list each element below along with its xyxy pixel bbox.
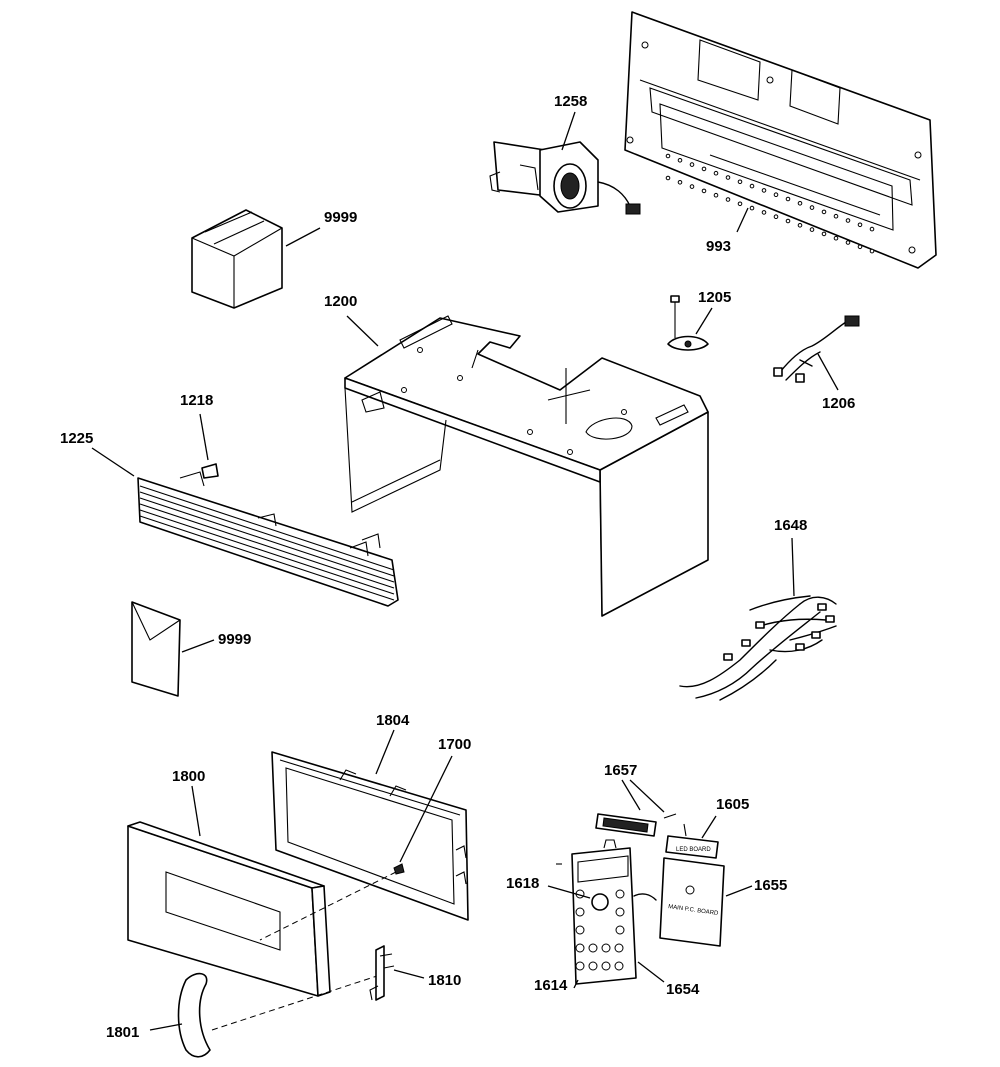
label-1810: 1810: [428, 972, 461, 989]
keypad-button: [575, 925, 585, 935]
label-1654: 1654: [666, 981, 700, 998]
panel-hole: [797, 223, 803, 228]
panel-hole: [821, 209, 827, 215]
grille-slat: [139, 503, 395, 589]
panel-hole: [845, 218, 851, 223]
panel-hole: [773, 192, 779, 197]
panel-hole: [857, 244, 863, 250]
alignment-line-upper: [259, 871, 397, 941]
panel-hole: [869, 226, 875, 232]
panel-hole: [821, 231, 827, 237]
grille-slat: [139, 515, 395, 601]
package-box-part[interactable]: [191, 209, 283, 309]
keypad-button: [614, 961, 624, 971]
panel-hole: [809, 205, 815, 210]
keypad-button: [615, 889, 625, 899]
panel-hole: [701, 166, 707, 172]
keypad-button: [588, 943, 598, 953]
grille-slat: [139, 485, 395, 571]
grille-slat: [139, 497, 395, 583]
panel-hole: [725, 197, 731, 202]
label-1205: 1205: [698, 289, 731, 306]
label-1614: 1614: [534, 977, 568, 994]
back-panel-part[interactable]: [624, 11, 937, 269]
panel-hole: [737, 179, 743, 185]
keypad-button: [615, 907, 625, 917]
keypad-button: [588, 961, 598, 971]
panel-hole: [677, 158, 683, 163]
panel-hole: [761, 188, 767, 193]
label-1605: 1605: [716, 796, 749, 813]
panel-hole: [761, 210, 767, 215]
keypad-button: [575, 961, 585, 971]
keypad-button: [601, 961, 611, 971]
panel-hole: [665, 175, 671, 181]
panel-hole: [785, 218, 791, 224]
panel-hole: [689, 184, 695, 189]
door-assembly-part[interactable]: [127, 821, 331, 997]
label-9999-envelope: 9999: [218, 631, 251, 648]
panel-hole: [701, 188, 707, 194]
power-cord-part[interactable]: [773, 315, 860, 383]
fan-motor-part[interactable]: [489, 141, 641, 215]
display-part[interactable]: [595, 813, 677, 837]
door-frame-part[interactable]: [271, 751, 469, 921]
panel-hole: [749, 205, 755, 211]
keypad-button: [575, 943, 585, 953]
panel-hole: [677, 180, 683, 185]
main-pc-board-part[interactable]: MAIN P.C. BOARD: [659, 857, 725, 947]
label-1655: 1655: [754, 877, 787, 894]
panel-hole: [797, 201, 803, 206]
manual-envelope-part[interactable]: [131, 601, 181, 697]
panel-hole: [737, 201, 743, 207]
panel-hole: [665, 153, 671, 159]
label-1618: 1618: [506, 875, 539, 892]
label-9999-box: 9999: [324, 209, 357, 226]
keypad-button: [575, 907, 585, 917]
grille-part[interactable]: [137, 471, 399, 607]
door-handle-part[interactable]: [177, 972, 211, 1058]
knob-part[interactable]: [591, 893, 609, 911]
panel-hole: [809, 227, 815, 232]
panel-hole: [689, 162, 695, 167]
keypad-button: [601, 943, 611, 953]
label-1800: 1800: [172, 768, 205, 785]
outer-case-part[interactable]: [344, 315, 709, 617]
panel-hole: [833, 235, 839, 241]
label-1258: 1258: [554, 93, 587, 110]
label-1225: 1225: [60, 430, 93, 447]
label-1218: 1218: [180, 392, 213, 409]
label-1657: 1657: [604, 762, 637, 779]
control-panel-part[interactable]: [556, 839, 657, 985]
grille-slat: [139, 491, 395, 577]
led-board-part[interactable]: LED BOARD: [665, 823, 719, 859]
label-1700: 1700: [438, 736, 471, 753]
panel-hole: [857, 222, 863, 228]
panel-hole: [833, 213, 839, 219]
panel-hole: [713, 192, 719, 198]
panel-hole: [785, 196, 791, 202]
label-1804: 1804: [376, 712, 410, 729]
panel-hole: [773, 214, 779, 219]
damper-part[interactable]: [667, 295, 709, 351]
grille-slat: [139, 509, 395, 595]
panel-hole: [869, 248, 875, 254]
clip-part[interactable]: [201, 463, 219, 479]
label-1801: 1801: [106, 1024, 139, 1041]
led-board-text: LED BOARD: [676, 847, 711, 853]
wire-harness-part[interactable]: [679, 595, 837, 701]
panel-hole: [845, 240, 851, 245]
label-1206: 1206: [822, 395, 855, 412]
panel-hole: [713, 170, 719, 176]
label-993: 993: [706, 238, 731, 255]
panel-hole: [749, 183, 755, 189]
panel-hole: [725, 175, 731, 180]
keypad-button: [614, 943, 624, 953]
label-1200: 1200: [324, 293, 357, 310]
keypad-button: [615, 925, 625, 935]
label-1648: 1648: [774, 517, 807, 534]
latch-part[interactable]: [369, 945, 395, 1001]
